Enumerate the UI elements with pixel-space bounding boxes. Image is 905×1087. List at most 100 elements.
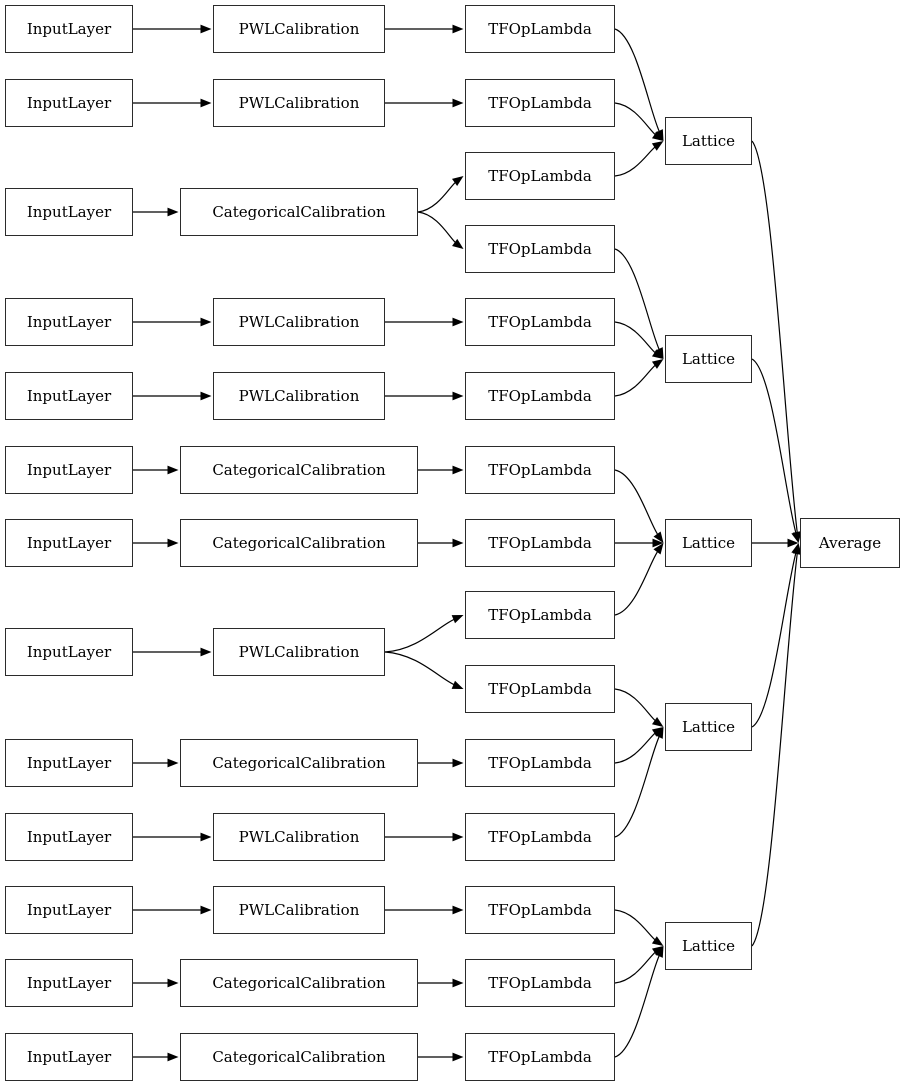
edge-lat2-to-avg-arrowhead <box>791 531 800 543</box>
edge-cal8-to-op10-arrowhead <box>451 680 464 689</box>
graph-node-cal7: CategoricalCalibration <box>180 519 418 567</box>
edge-cal3-to-op4 <box>417 211 457 244</box>
graph-node-op3: TFOpLambda <box>465 152 615 200</box>
edge-cal13-to-op15-arrowhead <box>452 1052 464 1062</box>
edge-op7-to-lat3 <box>614 469 659 536</box>
edge-lat1-to-avg <box>751 140 799 535</box>
edge-op10-to-lat4-arrowhead <box>651 717 664 727</box>
graph-node-cal4: PWLCalibration <box>213 298 385 346</box>
edge-in3-to-cal3-arrowhead <box>167 207 179 217</box>
graph-node-op5: TFOpLambda <box>465 298 615 346</box>
graph-node-in3: InputLayer <box>5 188 133 236</box>
edge-cal3-to-op3 <box>417 180 457 213</box>
graph-node-lat1: Lattice <box>665 117 752 165</box>
graph-node-cal5: PWLCalibration <box>213 372 385 420</box>
edge-cal2-to-op2-arrowhead <box>452 98 464 108</box>
graph-node-cal9: CategoricalCalibration <box>180 739 418 787</box>
edge-lat2-to-avg <box>751 358 797 535</box>
edge-op14-to-lat5-arrowhead <box>651 946 664 956</box>
edge-op3-to-lat1-arrowhead <box>651 141 664 151</box>
graph-node-op9: TFOpLambda <box>465 591 615 639</box>
edge-cal8-to-op9-arrowhead <box>451 615 464 624</box>
edge-op15-to-lat5 <box>614 953 661 1058</box>
edge-lat4-to-avg <box>751 551 797 728</box>
graph-node-in12: InputLayer <box>5 959 133 1007</box>
edge-op10-to-lat4 <box>614 688 657 723</box>
graph-node-cal11: PWLCalibration <box>213 886 385 934</box>
graph-node-in13: InputLayer <box>5 1033 133 1081</box>
edge-in13-to-cal13-arrowhead <box>167 1052 179 1062</box>
graph-node-in10: InputLayer <box>5 813 133 861</box>
graph-node-cal2: PWLCalibration <box>213 79 385 127</box>
edge-op12-to-lat4 <box>614 734 661 838</box>
edge-op6-to-lat2 <box>614 363 657 397</box>
edge-op6-to-lat2-arrowhead <box>651 359 664 369</box>
edge-in6-to-cal6-arrowhead <box>167 465 179 475</box>
graph-node-avg: Average <box>800 518 900 568</box>
edge-cal6-to-op7-arrowhead <box>452 465 464 475</box>
edge-cal12-to-op14-arrowhead <box>452 978 464 988</box>
graph-node-cal3: CategoricalCalibration <box>180 188 418 236</box>
edge-op3-to-lat1 <box>614 145 657 177</box>
edge-op15-to-lat5-arrowhead <box>654 946 664 958</box>
edge-op9-to-lat3-arrowhead <box>653 543 664 555</box>
graph-node-in4: InputLayer <box>5 298 133 346</box>
edge-op9-to-lat3 <box>614 550 659 616</box>
edge-op14-to-lat5 <box>614 950 657 984</box>
graph-node-op11: TFOpLambda <box>465 739 615 787</box>
edge-op5-to-lat2 <box>614 321 657 355</box>
edge-cal7-to-op8-arrowhead <box>452 538 464 548</box>
edge-in4-to-cal4-arrowhead <box>200 317 212 327</box>
edge-op7-to-lat3-arrowhead <box>653 531 664 543</box>
graph-node-op4: TFOpLambda <box>465 225 615 273</box>
graph-node-op10: TFOpLambda <box>465 665 615 713</box>
graph-node-in5: InputLayer <box>5 372 133 420</box>
edge-lat5-to-avg-arrowhead <box>792 543 802 555</box>
graph-node-cal10: PWLCalibration <box>213 813 385 861</box>
graph-node-in1: InputLayer <box>5 5 133 53</box>
edge-op5-to-lat2-arrowhead <box>651 349 664 359</box>
edge-cal9-to-op11-arrowhead <box>452 758 464 768</box>
edge-in5-to-cal5-arrowhead <box>200 391 212 401</box>
graph-node-op13: TFOpLambda <box>465 886 615 934</box>
edge-op13-to-lat5-arrowhead <box>651 936 664 946</box>
edge-in10-to-cal10-arrowhead <box>200 832 212 842</box>
graph-node-cal1: PWLCalibration <box>213 5 385 53</box>
edge-op2-to-lat1-arrowhead <box>651 131 664 141</box>
edge-in1-to-cal1-arrowhead <box>200 24 212 34</box>
graph-node-op7: TFOpLambda <box>465 446 615 494</box>
edge-op12-to-lat4-arrowhead <box>654 727 664 739</box>
graph-node-op12: TFOpLambda <box>465 813 615 861</box>
graph-node-cal13: CategoricalCalibration <box>180 1033 418 1081</box>
edge-in2-to-cal2-arrowhead <box>200 98 212 108</box>
graph-node-in11: InputLayer <box>5 886 133 934</box>
edge-op1-to-lat1 <box>614 28 661 134</box>
edge-op13-to-lat5 <box>614 909 657 942</box>
edge-in8-to-cal8-arrowhead <box>200 647 212 657</box>
edge-cal11-to-op13-arrowhead <box>452 905 464 915</box>
graph-node-in8: InputLayer <box>5 628 133 676</box>
edge-lat3-to-avg-arrowhead <box>787 538 799 548</box>
graph-node-lat2: Lattice <box>665 335 752 383</box>
graph-node-op1: TFOpLambda <box>465 5 615 53</box>
edge-op4-to-lat2 <box>614 248 661 352</box>
edge-in7-to-cal7-arrowhead <box>167 538 179 548</box>
edge-cal8-to-op9 <box>384 618 456 653</box>
graph-node-in9: InputLayer <box>5 739 133 787</box>
edge-in9-to-cal9-arrowhead <box>167 758 179 768</box>
edge-op2-to-lat1 <box>614 102 657 137</box>
edge-lat5-to-avg <box>751 551 799 947</box>
edge-op8-to-lat3-arrowhead <box>652 538 664 548</box>
graph-node-op15: TFOpLambda <box>465 1033 615 1081</box>
graph-node-op8: TFOpLambda <box>465 519 615 567</box>
graph-node-op2: TFOpLambda <box>465 79 615 127</box>
graph-node-in7: InputLayer <box>5 519 133 567</box>
graph-node-in6: InputLayer <box>5 446 133 494</box>
graph-node-cal8: PWLCalibration <box>213 628 385 676</box>
graph-node-cal12: CategoricalCalibration <box>180 959 418 1007</box>
graph-node-op14: TFOpLambda <box>465 959 615 1007</box>
graph-node-lat5: Lattice <box>665 922 752 970</box>
edge-in11-to-cal11-arrowhead <box>200 905 212 915</box>
